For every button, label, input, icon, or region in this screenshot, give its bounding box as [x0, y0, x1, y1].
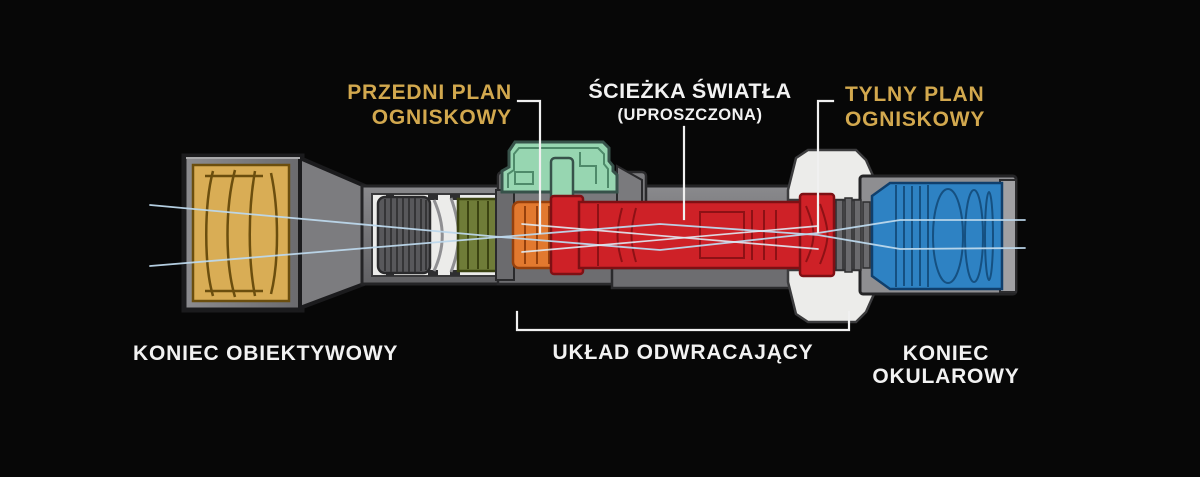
erector-eyepiece-rings [835, 197, 871, 273]
label-objective-end: KONIEC OBIEKTYWOWY [133, 342, 399, 365]
eyepiece-lens-group [870, 181, 1004, 291]
bottom-skirt [610, 266, 792, 290]
light-ray-lower [149, 223, 1026, 267]
erector-bracket [515, 310, 851, 332]
focus-lens-group [376, 195, 432, 275]
label-eyepiece-end-line2: OKULAROWY [872, 365, 1020, 389]
label-rear-focal-plane-line1: TYLNY PLAN [845, 83, 985, 106]
elevation-turret [500, 140, 619, 208]
front-focal-plane-connector [516, 99, 542, 235]
label-front-focal-plane: PRZEDNI PLAN OGNISKOWY [347, 80, 512, 130]
light-ray-cross-b [521, 225, 819, 253]
tube-junction-ring [495, 189, 515, 281]
objective-lens-group [191, 163, 291, 303]
label-rear-focal-plane-line2: OGNISKOWY [845, 108, 986, 132]
rear-focal-plane-connector [816, 99, 835, 234]
callout-lines [515, 99, 851, 332]
label-eyepiece-end: KONIEC OKULAROWY [846, 342, 1046, 388]
label-front-focal-plane-line2: OGNISKOWY [371, 106, 512, 130]
label-light-path: ŚCIEŻKA ŚWIATŁA (UPROSZCZONA) [585, 79, 795, 126]
label-light-path-line1: ŚCIEŻKA ŚWIATŁA [588, 79, 792, 103]
label-erector-system: UKŁAD ODWRACAJĄCY [552, 341, 814, 364]
label-light-path-line2: (UPROSZCZONA) [617, 105, 763, 124]
label-rear-focal-plane: TYLNY PLAN OGNISKOWY [845, 82, 985, 132]
light-ray-cross-a [521, 223, 819, 250]
label-eyepiece-end-line1: KONIEC [902, 342, 990, 365]
label-front-focal-plane-line1: PRZEDNI PLAN [347, 81, 512, 104]
light-rays [149, 204, 1026, 267]
